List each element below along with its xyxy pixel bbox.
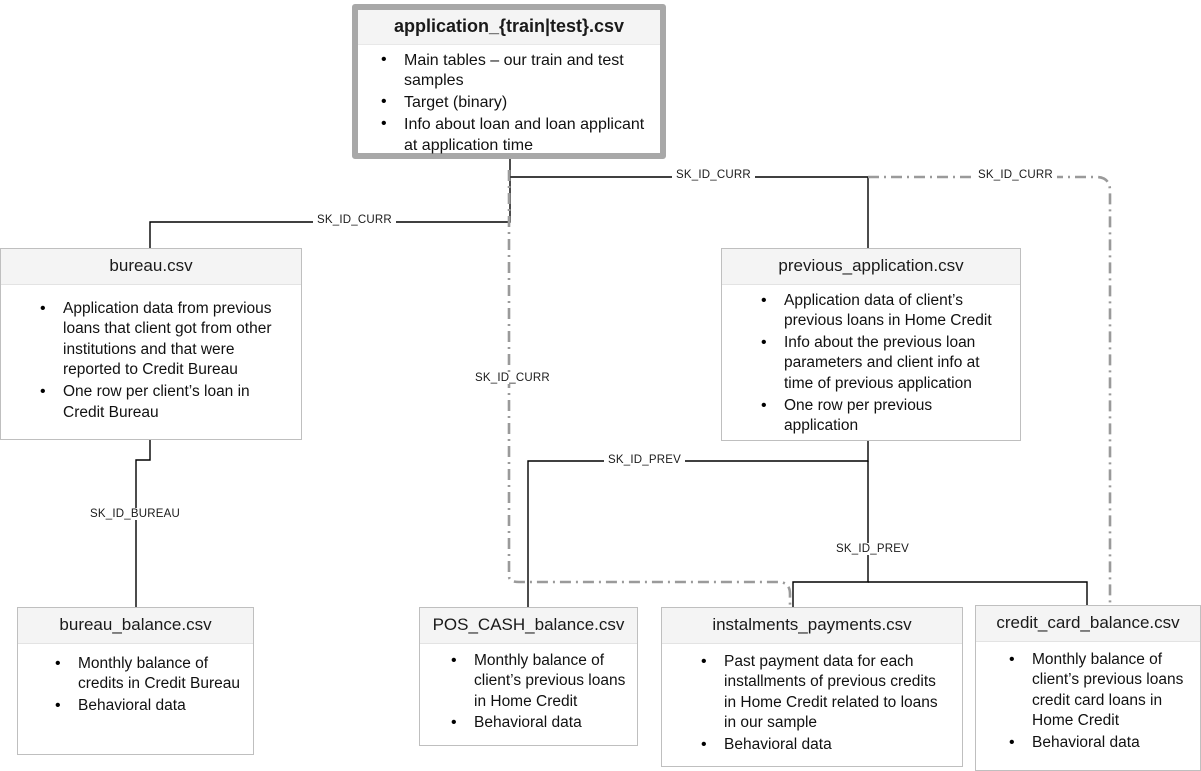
node-previous-application-bullets: Application data of client’s previous lo… <box>732 290 1010 437</box>
link-label-bureau-bureau-balance: SK_ID_BUREAU <box>86 508 184 520</box>
list-item: Behavioral data <box>701 734 952 756</box>
list-item: Main tables – our train and test samples <box>381 50 650 93</box>
link-label-previous-application-credit-card: SK_ID_PREV <box>832 543 913 555</box>
node-application[interactable]: application_{train|test}.csv Main tables… <box>352 4 666 159</box>
list-item: Behavioral data <box>1009 732 1190 754</box>
node-application-bullets: Main tables – our train and test samples… <box>368 50 650 157</box>
list-item: Info about the previous loan parameters … <box>761 332 1010 395</box>
link-app-previous-application <box>510 176 869 248</box>
link-label-app-credit-card-balance: SK_ID_CURR <box>974 169 1057 181</box>
link-previous-application-instalments <box>792 461 869 607</box>
link-label-previous-application-pos-cash: SK_ID_PREV <box>604 454 685 466</box>
node-previous-application-body: Application data of client’s previous lo… <box>722 285 1020 446</box>
node-instalments-payments-title: instalments_payments.csv <box>662 608 962 644</box>
link-label-app-previous-application: SK_ID_CURR <box>672 169 755 181</box>
list-item: Behavioral data <box>55 695 243 717</box>
node-application-body: Main tables – our train and test samples… <box>358 45 660 166</box>
node-bureau-title: bureau.csv <box>1 249 301 285</box>
list-item: Info about loan and loan applicant at ap… <box>381 114 650 157</box>
list-item: Behavioral data <box>451 712 627 734</box>
node-instalments-payments-bullets: Past payment data for each installments … <box>672 651 952 756</box>
link-previous-application-pos-cash <box>527 441 869 607</box>
node-bureau-bullets: Application data from previous loans tha… <box>11 298 291 424</box>
node-pos-cash-balance-body: Monthly balance of client’s previous loa… <box>420 644 637 743</box>
list-item: Application data from previous loans tha… <box>40 298 291 381</box>
node-credit-card-balance-bullets: Monthly balance of client’s previous loa… <box>986 649 1190 754</box>
list-item: Monthly balance of credits in Credit Bur… <box>55 653 243 695</box>
node-instalments-payments[interactable]: instalments_payments.csv Past payment da… <box>661 607 963 767</box>
link-previous-application-credit-card <box>868 581 1088 607</box>
node-previous-application[interactable]: previous_application.csv Application dat… <box>721 248 1021 441</box>
node-bureau-balance-bullets: Monthly balance of credits in Credit Bur… <box>28 653 243 717</box>
list-item: One row per client’s loan in Credit Bure… <box>40 381 291 423</box>
node-previous-application-title: previous_application.csv <box>722 249 1020 285</box>
link-app-bureau <box>149 176 511 248</box>
link-bureau-bureau-balance <box>135 440 151 607</box>
node-application-title: application_{train|test}.csv <box>358 10 660 45</box>
node-bureau-body: Application data from previous loans tha… <box>1 285 301 433</box>
node-credit-card-balance[interactable]: credit_card_balance.csv Monthly balance … <box>975 605 1201 771</box>
node-bureau-balance[interactable]: bureau_balance.csv Monthly balance of cr… <box>17 607 254 755</box>
node-credit-card-balance-title: credit_card_balance.csv <box>976 606 1200 642</box>
node-credit-card-balance-body: Monthly balance of client’s previous loa… <box>976 642 1200 763</box>
node-pos-cash-balance[interactable]: POS_CASH_balance.csv Monthly balance of … <box>419 607 638 746</box>
list-item: Application data of client’s previous lo… <box>761 290 1010 332</box>
list-item: Monthly balance of client’s previous loa… <box>451 650 627 713</box>
list-item: Target (binary) <box>381 92 650 114</box>
list-item: Past payment data for each installments … <box>701 651 952 734</box>
node-pos-cash-balance-bullets: Monthly balance of client’s previous loa… <box>430 650 627 734</box>
node-bureau-balance-body: Monthly balance of credits in Credit Bur… <box>18 644 253 726</box>
node-pos-cash-balance-title: POS_CASH_balance.csv <box>420 608 637 644</box>
node-instalments-payments-body: Past payment data for each installments … <box>662 644 962 765</box>
list-item: One row per previous application <box>761 395 1010 437</box>
node-bureau-balance-title: bureau_balance.csv <box>18 608 253 644</box>
link-label-app-pos-cash-balance: SK_ID_CURR <box>471 372 554 384</box>
node-bureau[interactable]: bureau.csv Application data from previou… <box>0 248 302 440</box>
link-label-app-bureau: SK_ID_CURR <box>313 214 396 226</box>
list-item: Monthly balance of client’s previous loa… <box>1009 649 1190 732</box>
